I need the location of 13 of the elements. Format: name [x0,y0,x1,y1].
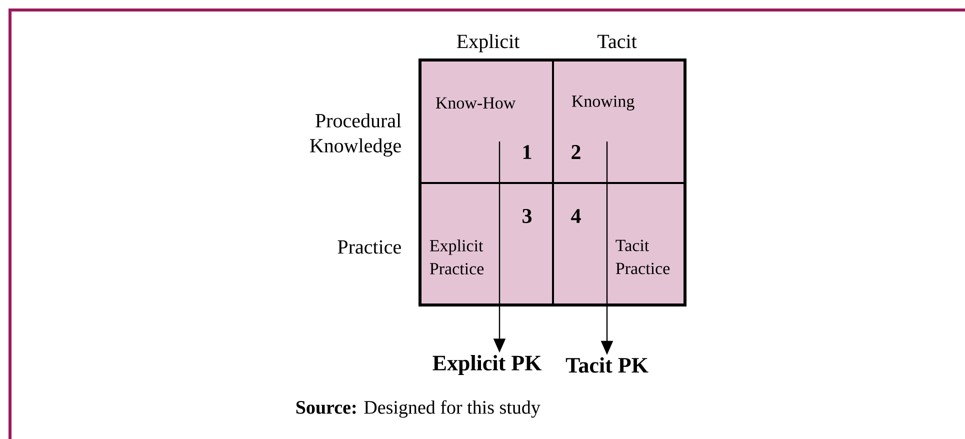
column-header: Explicit [456,34,520,52]
row-header: Practice [338,240,401,254]
row-header: Procedural Knowledge [310,113,402,157]
grid-cell: Knowing 2 [552,59,686,184]
connector-line [498,142,500,183]
connector-line [606,142,608,183]
source-note: Source: Designed for this study [296,400,540,418]
grid-cell: 3 Explicit Practice [419,182,554,306]
output-label: Tacit PK [566,357,648,373]
grid-cell: 4 Tacit Practice [552,182,686,306]
grid-cell: Know-How 1 [419,59,554,184]
column-header: Tacit [598,34,637,48]
output-label: Explicit PK [432,355,542,375]
